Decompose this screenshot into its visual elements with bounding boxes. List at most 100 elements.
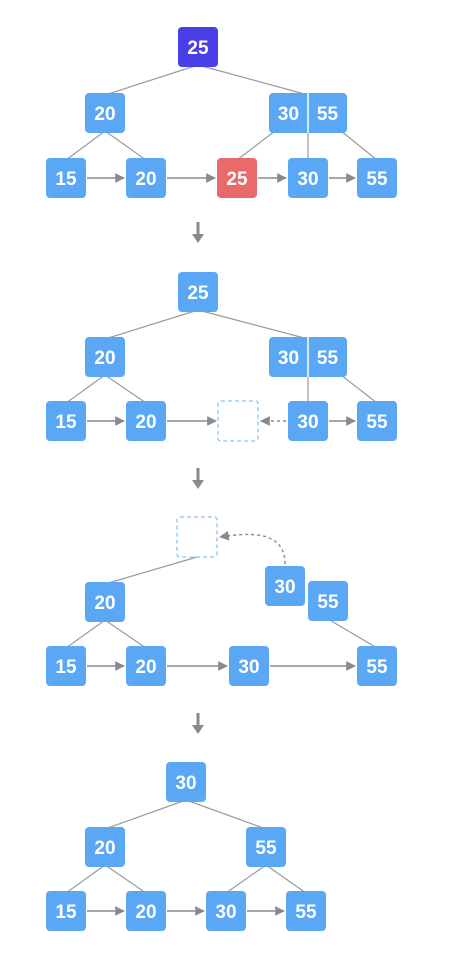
tree-edge xyxy=(65,374,106,404)
node-box xyxy=(85,93,125,133)
node-key-label: 30 xyxy=(215,902,236,923)
tree-node-s1-left-internal: 20 xyxy=(85,93,125,133)
node-key-label: 30 xyxy=(278,104,299,125)
node-box xyxy=(46,891,86,931)
down-arrow-icon xyxy=(192,713,204,734)
node-key-label: 30 xyxy=(278,348,299,369)
node-box xyxy=(85,827,125,867)
tree-node-s2-root: 25 xyxy=(178,272,218,312)
tree-node-s4-leaf-30: 30 xyxy=(206,891,246,931)
node-key-label: 25 xyxy=(187,38,209,59)
node-box xyxy=(229,646,269,686)
tree-node-s3-leaf-30: 30 xyxy=(229,646,269,686)
node-key-label: 30 xyxy=(297,169,318,190)
node-key-label: 20 xyxy=(135,169,156,190)
edges-layer xyxy=(65,64,378,894)
node-key-label: 20 xyxy=(94,838,115,859)
tree-edge xyxy=(327,618,378,649)
node-box xyxy=(85,582,125,622)
tree-node-s2-leaf-15: 15 xyxy=(46,401,86,441)
step-arrow-head xyxy=(192,234,204,243)
node-key-label: 15 xyxy=(55,902,77,923)
tree-node-s1-leaf-20: 20 xyxy=(126,158,166,198)
tree-node-s4-right-internal: 55 xyxy=(246,827,286,867)
tree-node-s1-leaf-55: 55 xyxy=(357,158,397,198)
tree-node-s2-leaf-20: 20 xyxy=(126,401,166,441)
tree-node-s3-leaf-20: 20 xyxy=(126,646,166,686)
tree-node-s3-internal-55: 55 xyxy=(308,581,348,621)
node-box xyxy=(308,581,348,621)
node-key-label: 55 xyxy=(295,902,317,923)
node-key-label: 30 xyxy=(238,657,259,678)
node-key-label: 25 xyxy=(187,283,209,304)
tree-node-s3-leaf-15: 15 xyxy=(46,646,86,686)
node-box xyxy=(126,891,166,931)
node-key-label: 20 xyxy=(94,593,115,614)
tree-edge xyxy=(340,374,378,404)
tree-edge xyxy=(65,864,106,894)
tree-node-s4-root: 30 xyxy=(166,762,206,802)
tree-node-s4-left-internal: 20 xyxy=(85,827,125,867)
node-key-label: 55 xyxy=(255,838,277,859)
node-key-label: 20 xyxy=(135,657,156,678)
tree-edge xyxy=(185,799,267,830)
tree-node-s2-leaf-30: 30 xyxy=(288,401,328,441)
step-arrow-head xyxy=(192,725,204,734)
tree-node-s1-leaf-25: 25 xyxy=(217,158,257,198)
tree-edge xyxy=(104,64,199,96)
node-box xyxy=(178,27,218,67)
tree-edge xyxy=(104,619,147,649)
node-key-label: 30 xyxy=(175,773,196,794)
dashed-curved-arrow-icon xyxy=(219,530,286,565)
tree-edge xyxy=(340,130,378,161)
node-key-label: 20 xyxy=(94,348,115,369)
node-box xyxy=(126,646,166,686)
node-box xyxy=(126,158,166,198)
tree-node-s2-left-internal: 20 xyxy=(85,337,125,377)
node-key-label: 25 xyxy=(226,169,248,190)
tree-node-s3-left-internal: 20 xyxy=(85,582,125,622)
node-box xyxy=(166,762,206,802)
node-key-label: 55 xyxy=(366,657,388,678)
down-arrow-icon xyxy=(192,222,204,243)
node-key-label: 55 xyxy=(366,169,388,190)
node-key-label: 30 xyxy=(297,412,318,433)
down-arrow-icon xyxy=(192,468,204,489)
node-box xyxy=(246,827,286,867)
node-box xyxy=(357,158,397,198)
tree-node-s3-leaf-55: 55 xyxy=(357,646,397,686)
tree-edge xyxy=(104,130,147,161)
empty-node-placeholder xyxy=(217,400,259,442)
node-box xyxy=(46,158,86,198)
tree-edge xyxy=(65,130,106,161)
node-box xyxy=(46,401,86,441)
tree-node-s3-empty-root xyxy=(176,516,218,558)
node-box xyxy=(288,401,328,441)
node-key-label: 30 xyxy=(274,577,295,598)
node-key-label: 55 xyxy=(317,592,339,613)
node-box xyxy=(126,401,166,441)
node-key-label: 15 xyxy=(55,169,77,190)
tree-edge xyxy=(104,864,147,894)
tree-node-s3-moving-30: 30 xyxy=(265,566,305,606)
tree-node-s1-leaf-30: 30 xyxy=(288,158,328,198)
tree-edge xyxy=(197,64,309,96)
node-box xyxy=(178,272,218,312)
tree-edge xyxy=(65,619,106,649)
tree-node-s2-leaf-55: 55 xyxy=(357,401,397,441)
node-box xyxy=(206,891,246,931)
node-key-label: 15 xyxy=(55,657,77,678)
node-box xyxy=(288,158,328,198)
node-box xyxy=(85,337,125,377)
node-box xyxy=(286,891,326,931)
tree-edge xyxy=(236,130,276,161)
tree-edge xyxy=(104,309,199,340)
node-box xyxy=(357,401,397,441)
step-arrow-head xyxy=(192,480,204,489)
tree-node-s4-leaf-20: 20 xyxy=(126,891,166,931)
tree-edge xyxy=(104,556,198,585)
node-key-label: 20 xyxy=(135,412,156,433)
tree-node-s4-leaf-55: 55 xyxy=(286,891,326,931)
